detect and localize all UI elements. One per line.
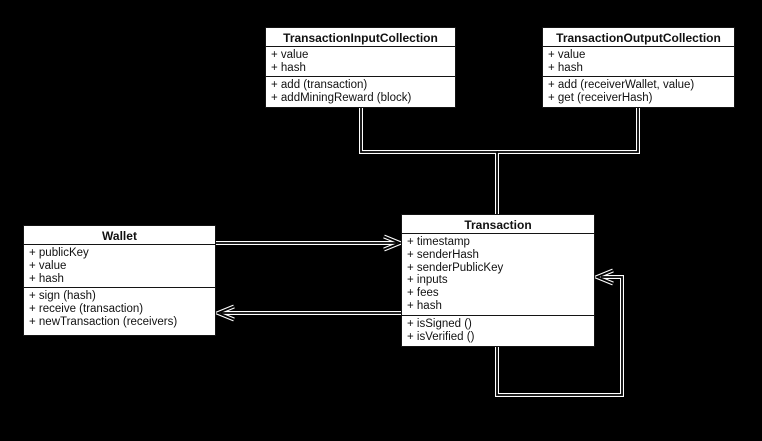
class-attribute: + senderPublicKey	[407, 261, 504, 274]
class-title-transaction-input-collection: TransactionInputCollection	[266, 28, 455, 47]
class-node-transaction-output-collection: TransactionOutputCollection+ value+ hash…	[542, 27, 735, 108]
edge-inputcollection-to-transaction	[360, 106, 498, 216]
class-method: + isSigned ()	[407, 317, 472, 330]
class-attribute: + senderHash	[407, 248, 479, 261]
class-attribute: + hash	[271, 61, 306, 74]
methods-section: + add (receiverWallet, value)+ get (rece…	[543, 77, 734, 107]
arrowhead-transaction-to-wallet	[215, 305, 235, 321]
class-attribute: + publicKey	[29, 247, 89, 259]
edge-transaction-self-loop	[496, 276, 623, 396]
arrowhead-transaction-self-loop	[594, 269, 614, 285]
class-method: + get (receiverHash)	[548, 92, 653, 105]
attributes-section: + value+ hash	[266, 47, 455, 78]
methods-section: + isSigned ()+ isVerified ()	[402, 316, 594, 346]
class-node-transaction: Transaction+ timestamp+ senderHash+ send…	[401, 214, 595, 347]
class-method: + receive (transaction)	[29, 303, 144, 316]
methods-section: + add (transaction)+ addMiningReward (bl…	[266, 77, 455, 107]
class-attribute: + hash	[29, 272, 64, 285]
class-title-transaction-output-collection: TransactionOutputCollection	[543, 28, 734, 47]
edge-outputcollection-to-junction	[497, 106, 639, 153]
class-method: + newTransaction (receivers)	[29, 315, 178, 328]
class-attribute: + inputs	[407, 274, 448, 287]
arrowhead-wallet-to-transaction	[383, 235, 403, 251]
class-attribute: + fees	[407, 287, 439, 300]
attributes-section: + timestamp+ senderHash+ senderPublicKey…	[402, 234, 594, 316]
class-title-wallet: Wallet	[24, 226, 215, 245]
attributes-section: + value+ hash	[543, 47, 734, 78]
class-title-transaction: Transaction	[402, 215, 594, 234]
attributes-section: + publicKey+ value+ hash	[24, 245, 215, 289]
class-attribute: + hash	[548, 61, 583, 74]
methods-section: + sign (hash)+ receive (transaction)+ ne…	[24, 288, 215, 335]
class-node-wallet: Wallet+ publicKey+ value+ hash+ sign (ha…	[23, 225, 216, 336]
class-attribute: + hash	[407, 299, 442, 312]
class-attribute: + value	[548, 48, 586, 61]
class-method: + addMiningReward (block)	[271, 92, 412, 105]
class-method: + sign (hash)	[29, 290, 96, 303]
class-attribute: + value	[29, 259, 67, 272]
class-node-transaction-input-collection: TransactionInputCollection+ value+ hash+…	[265, 27, 456, 108]
class-method: + add (receiverWallet, value)	[548, 79, 695, 92]
class-attribute: + value	[271, 48, 309, 61]
class-method: + add (transaction)	[271, 79, 368, 92]
class-method: + isVerified ()	[407, 330, 475, 343]
class-attribute: + timestamp	[407, 236, 470, 248]
